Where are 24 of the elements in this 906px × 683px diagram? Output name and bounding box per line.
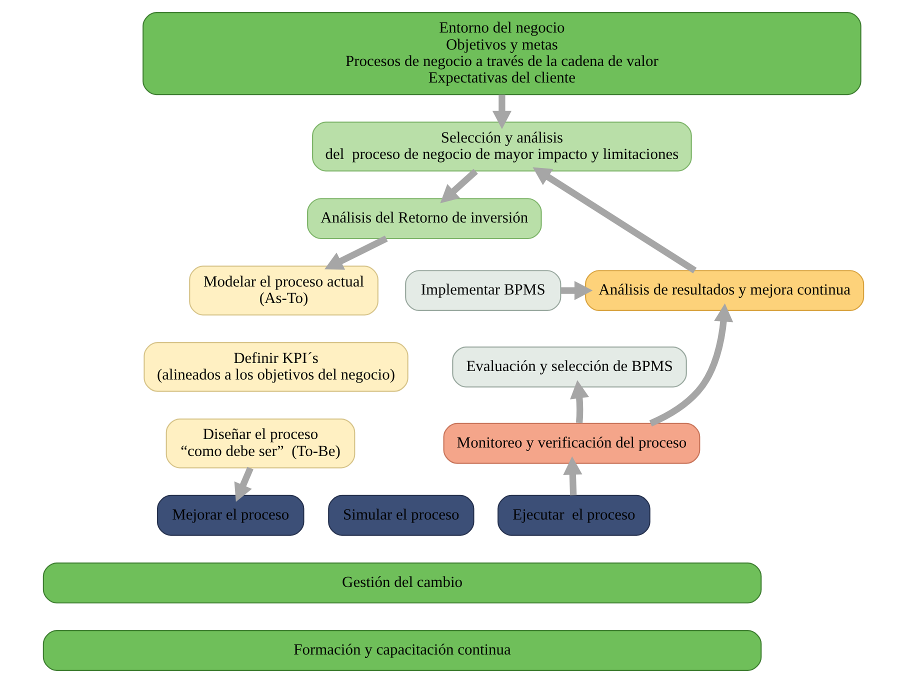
node-box: Análisis del Retorno de inversión [306,198,542,240]
node-box: Implementar BPMS [404,270,561,312]
arrow [234,466,253,502]
node-box: Diseñar el proceso “como debe ser” (To-Be) [165,418,355,468]
node-box: Formación y capacitación continua [42,630,762,671]
node-box: Simular el proceso [328,494,474,536]
arrow [560,280,592,300]
arrow [570,380,589,424]
node-box: Modelar el proceso actual (As-To) [188,266,378,316]
arrow [324,236,388,270]
arrow [492,94,512,130]
arrow [648,303,733,426]
node-box: Definir KPI´s (alineados a los objetivos del negocio) [143,342,408,392]
node-box: Evaluación y selección de BPMS [452,346,686,388]
node-box: Gestión del cambio [42,562,762,604]
node-box: Ejecutar el proceso [497,494,650,536]
node-box: Entorno del negocio Objetivos y metas Procesos de negocio a través de la cadena de valor Expectativas del cliente [142,12,861,96]
node-box: Análisis de resultados y mejora continua [584,270,864,312]
node-box: Mejorar el proceso [156,494,304,536]
node-box: Monitoreo y verificación del proceso [442,422,700,464]
arrow [440,168,478,204]
arrow [532,167,696,274]
node-box: Selección y análisis del proceso de negocio de mayor impacto y limitaciones [312,122,692,172]
arrow [562,456,582,496]
